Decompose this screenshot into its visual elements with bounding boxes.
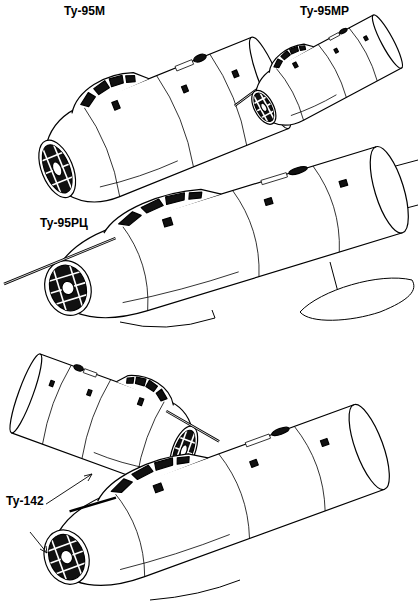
tu142-nose [26, 386, 398, 606]
aircraft-label: Ту-95МР [298, 4, 351, 18]
tu95rc-nose [29, 128, 417, 338]
refuel-probe [1, 238, 119, 284]
leader-line [30, 474, 92, 553]
aircraft-label: Ту-95РЦ [38, 216, 90, 230]
ventral-radome [300, 262, 414, 320]
aircraft-label: Ту-142 [4, 494, 46, 508]
aircraft-label: Ту-95М [62, 4, 107, 18]
chin-fairing [150, 580, 240, 600]
refuel-probe [163, 411, 223, 441]
refuel-probe [70, 495, 116, 514]
chin-fairing [120, 310, 215, 327]
tu95mr-nose [237, 3, 407, 138]
